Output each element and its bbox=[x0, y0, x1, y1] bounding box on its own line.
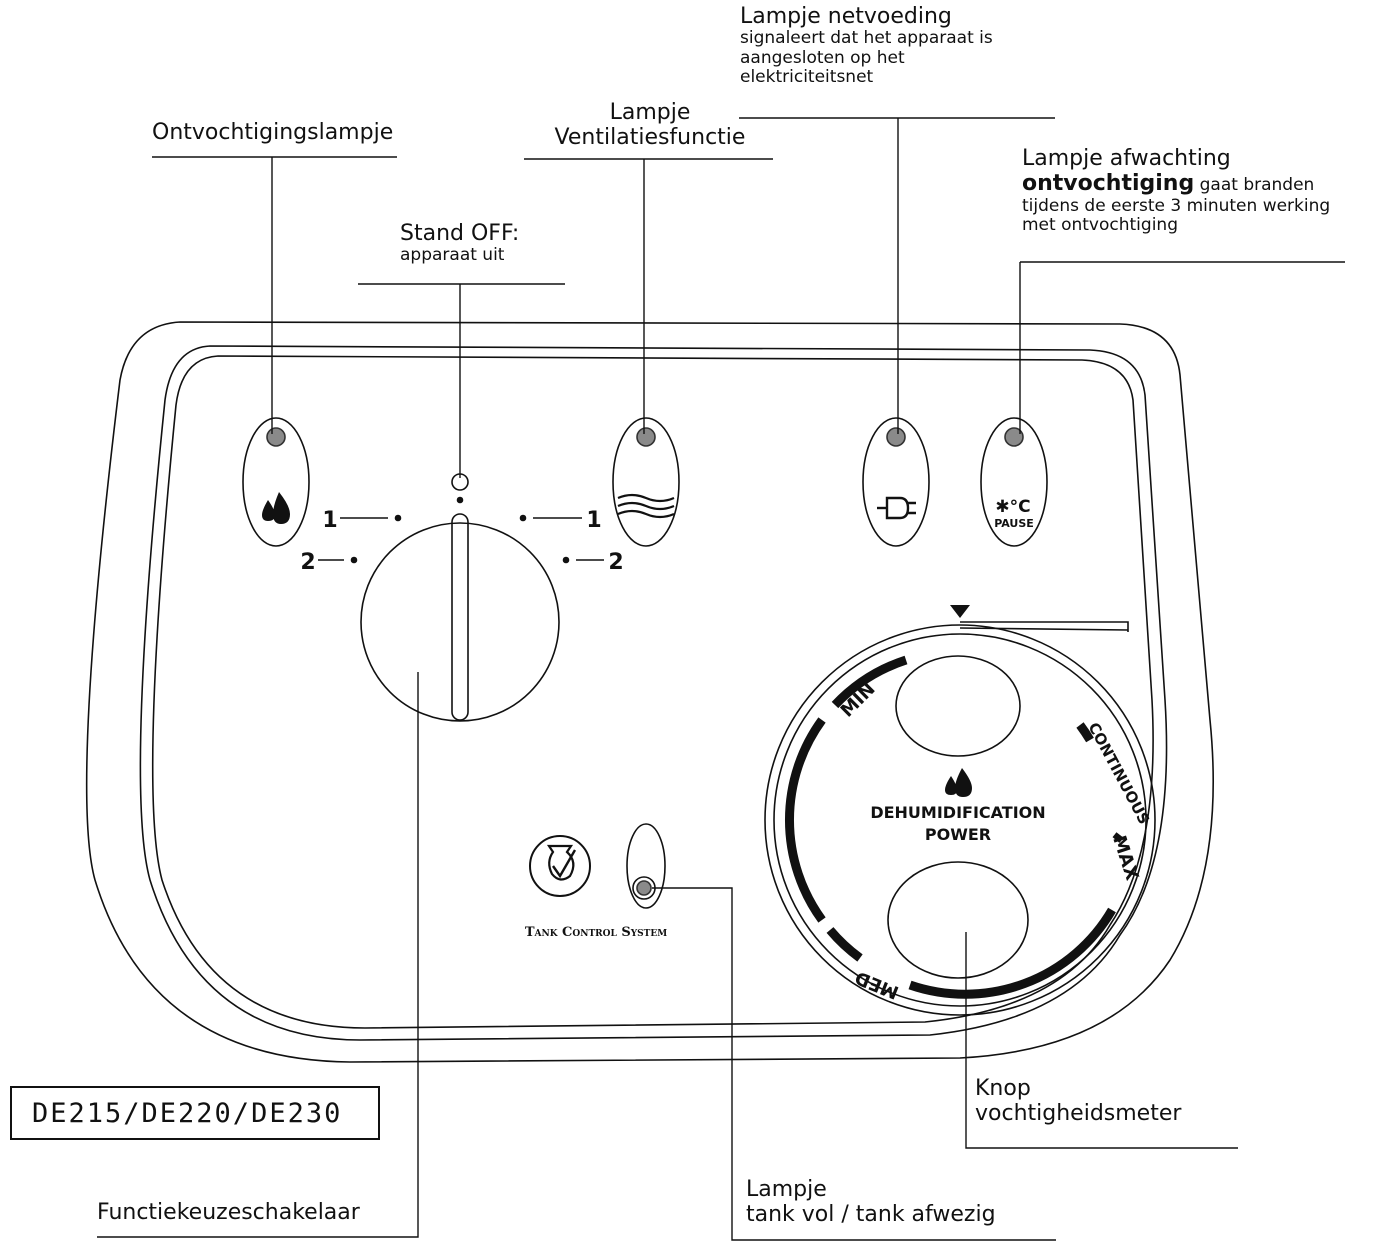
indicator-arrow-icon bbox=[950, 605, 970, 618]
dial-water-drop-icon bbox=[945, 768, 972, 797]
water-drop-icon bbox=[262, 492, 290, 524]
model-label-box: DE215/DE220/DE230 bbox=[10, 1086, 380, 1140]
label-pause-line2-bold: ontvochtiging bbox=[1022, 171, 1195, 197]
label-ventilation-line2: Ventilatiesfunctie bbox=[554, 125, 746, 151]
tank-control-system: Tank Control System bbox=[525, 823, 667, 940]
selector-mark-right-2: 2 bbox=[608, 550, 623, 575]
label-tank-line2: tank vol / tank afwezig bbox=[746, 1202, 996, 1228]
label-dehumidification-lamp-title: Ontvochtigingslampje bbox=[152, 120, 394, 145]
label-tank-lamp: Lampje tank vol / tank afwezig bbox=[746, 1177, 996, 1228]
label-function-switch: Functiekeuzeschakelaar bbox=[97, 1200, 360, 1225]
ventilation-lamp bbox=[612, 417, 680, 547]
label-humidistat-line1: Knop bbox=[975, 1076, 1031, 1101]
model-label: DE215/DE220/DE230 bbox=[32, 1097, 343, 1129]
power-lamp bbox=[862, 417, 930, 547]
label-tank-line1: Lampje bbox=[746, 1177, 827, 1202]
label-humidistat-line2: vochtigheidsmeter bbox=[975, 1101, 1182, 1127]
label-pause-lamp: Lampje afwachting ontvochtiging gaat bra… bbox=[1022, 146, 1330, 236]
label-power-lamp: Lampje netvoeding signaleert dat het app… bbox=[740, 4, 993, 88]
tank-control-icon bbox=[529, 835, 591, 897]
selector-pointer bbox=[451, 513, 469, 721]
panel-outer-outline bbox=[85, 321, 1214, 1063]
selector-mark-right-1: 1 bbox=[586, 508, 601, 533]
leader-humidistat-knob bbox=[965, 932, 1238, 1149]
dehumidification-lamp bbox=[242, 417, 310, 547]
label-power-desc-1: signaleert dat het apparaat is bbox=[740, 28, 993, 49]
pause-lamp: ✱°C PAUSE bbox=[980, 417, 1048, 547]
label-ventilation-line1: Lampje bbox=[609, 100, 691, 125]
function-selector: 1 2 1 2 bbox=[300, 473, 624, 722]
panel-face-outline bbox=[151, 355, 1154, 1029]
label-function-switch-title: Functiekeuzeschakelaar bbox=[97, 1200, 360, 1225]
selector-mark-left-1: 1 bbox=[322, 508, 337, 533]
label-pause-desc-2: met ontvochtiging bbox=[1022, 215, 1178, 236]
dial-center-line1: DEHUMIDIFICATION bbox=[870, 803, 1045, 822]
dial-label-med: MED bbox=[852, 966, 902, 1002]
leader-dehumidification-lamp bbox=[152, 156, 397, 434]
dial-grip-top bbox=[895, 655, 1021, 757]
dial-label-min: MIN bbox=[837, 679, 880, 722]
label-humidistat-knob: Knop vochtigheidsmeter bbox=[975, 1076, 1181, 1127]
label-pause-desc-1: tijdens de eerste 3 minuten werking bbox=[1022, 195, 1331, 216]
dial-label-max: MAX bbox=[1108, 833, 1142, 883]
leader-off-position bbox=[358, 283, 565, 478]
label-pause-line2-rest: gaat branden bbox=[1194, 175, 1315, 196]
tank-system-label: Tank Control System bbox=[525, 925, 667, 940]
dial-label-continuous: CONTINUOUS bbox=[1084, 719, 1153, 827]
pause-label: PAUSE bbox=[994, 517, 1034, 530]
selector-mark-left-2: 2 bbox=[300, 550, 315, 575]
leader-function-switch bbox=[97, 672, 419, 1238]
tank-lamp bbox=[626, 823, 666, 909]
label-off-position-description: apparaat uit bbox=[400, 245, 505, 266]
dial-grip-bottom bbox=[887, 861, 1029, 979]
label-off-position-title: Stand OFF: bbox=[400, 221, 520, 246]
leader-power-lamp bbox=[739, 117, 1055, 434]
dial-center-line2: POWER bbox=[925, 825, 991, 844]
label-dehumidification-lamp: Ontvochtigingslampje bbox=[152, 120, 393, 145]
panel-inner-outline bbox=[139, 345, 1168, 1041]
label-ventilation-lamp: Lampje Ventilatiesfunctie bbox=[530, 100, 770, 151]
label-power-desc-2: aangesloten op het bbox=[740, 47, 905, 68]
power-plug-icon bbox=[877, 496, 916, 520]
leader-pause-lamp bbox=[1019, 261, 1345, 434]
pause-snowflake-icon: ✱°C bbox=[995, 497, 1030, 517]
label-off-position: Stand OFF: apparaat uit bbox=[400, 221, 519, 266]
leader-lines bbox=[97, 117, 1345, 1241]
airflow-icon bbox=[617, 493, 675, 519]
label-power-title: Lampje netvoeding bbox=[740, 4, 952, 29]
label-power-desc-3: elektriciteitsnet bbox=[740, 67, 874, 88]
label-pause-line1: Lampje afwachting bbox=[1022, 146, 1231, 171]
humidity-dial: MIN CONTINUOUS MAX MED DEHUMIDIFICATION … bbox=[764, 605, 1156, 1016]
leader-tank-lamp bbox=[652, 887, 1056, 1241]
leader-ventilation-lamp bbox=[524, 158, 773, 434]
